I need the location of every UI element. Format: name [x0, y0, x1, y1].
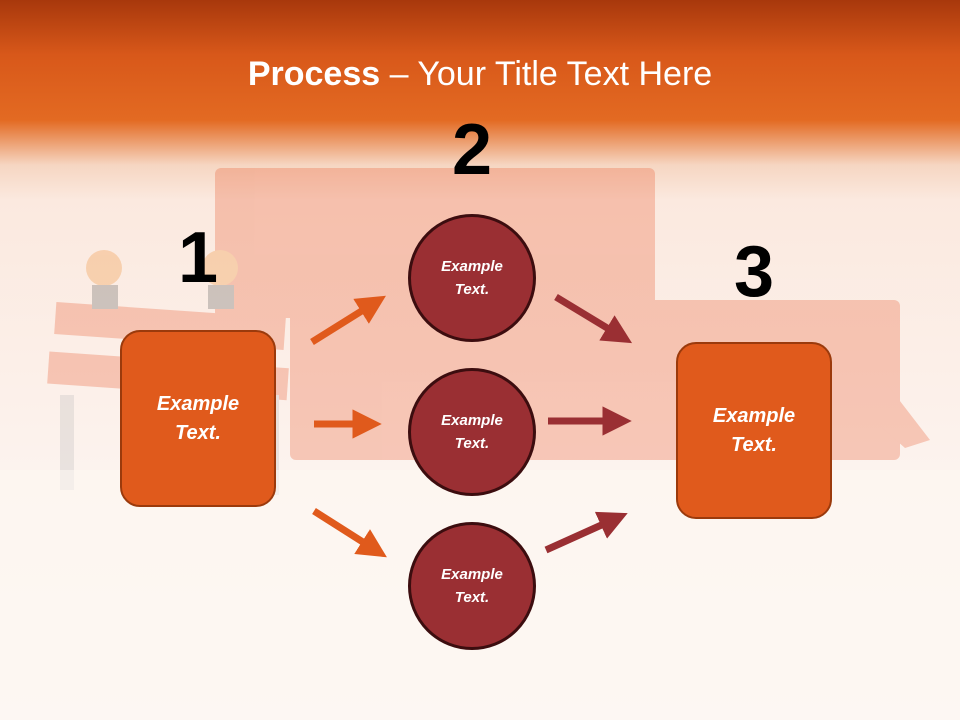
step-3-box: Example Text. — [676, 342, 832, 519]
step-2-circle-middle: Example Text. — [408, 368, 536, 496]
slide-title: Process – Your Title Text Here — [0, 52, 960, 96]
step-1-box: Example Text. — [120, 330, 276, 507]
step-2-circle-top: Example Text. — [408, 214, 536, 342]
circle-top-text: Example Text. — [441, 258, 503, 298]
step-2-circle-bottom: Example Text. — [408, 522, 536, 650]
circle-middle-text: Example Text. — [441, 412, 503, 452]
step-3-text: Example Text. — [712, 404, 796, 456]
title-rest: – Your Title Text Here — [380, 55, 713, 93]
circle-bottom-text: Example Text. — [441, 566, 503, 606]
step-number-1: 1 — [177, 218, 219, 298]
title-bold: Process — [247, 55, 381, 93]
step-1-text: Example Text. — [156, 392, 240, 444]
step-number-2: 2 — [451, 110, 493, 190]
step-number-3: 3 — [733, 232, 775, 312]
